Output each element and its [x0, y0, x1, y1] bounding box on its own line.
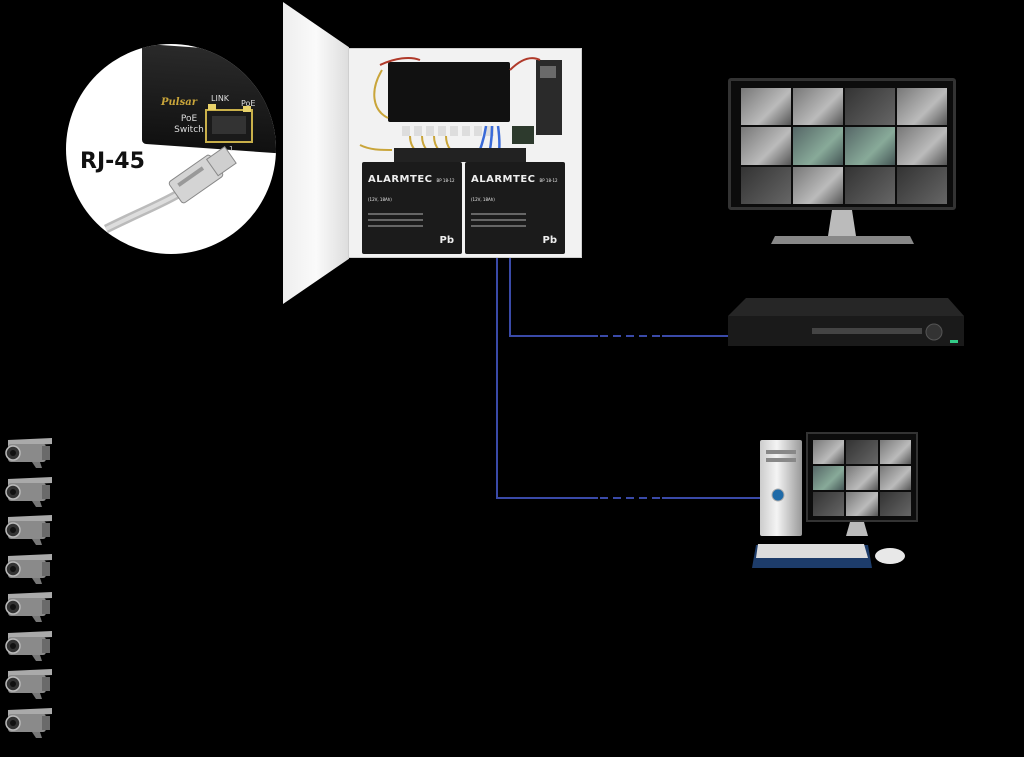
- port-number: 1: [229, 145, 234, 153]
- cable-to-dvr: [509, 258, 598, 337]
- camera-icon: [5, 515, 52, 545]
- camera-icon: [5, 630, 52, 661]
- camera-icon: [5, 476, 52, 507]
- poe-switch-label: PoE Switch: [174, 114, 204, 135]
- rj45-callout: Pulsar PoE Switch LINK PoE 1 RJ-45: [66, 44, 276, 254]
- camera-feed-grid: [741, 88, 947, 204]
- pc-monitor: [806, 432, 918, 522]
- led-poe-label: PoE: [241, 99, 256, 108]
- led-link-label: LINK: [211, 94, 230, 103]
- dvr-icon: [728, 298, 964, 346]
- ethernet-plug-icon: [103, 104, 253, 234]
- lead-recycle-icon: Pb: [542, 235, 558, 246]
- camera-icon: [5, 669, 52, 699]
- camera-icon: [5, 438, 52, 468]
- power-supply-module: [388, 62, 510, 122]
- rj45-label: RJ-45: [80, 149, 145, 174]
- pulsar-brand: Pulsar: [161, 97, 197, 108]
- camera-icon: [5, 707, 52, 738]
- computer-tower: [760, 440, 802, 536]
- cable-to-pc: [496, 258, 598, 499]
- camera-icon: [5, 592, 52, 622]
- lead-recycle-icon: Pb: [439, 235, 455, 246]
- camera-icon: [5, 553, 52, 584]
- monitor-icon: [728, 78, 956, 210]
- cabinet-door: [283, 2, 349, 304]
